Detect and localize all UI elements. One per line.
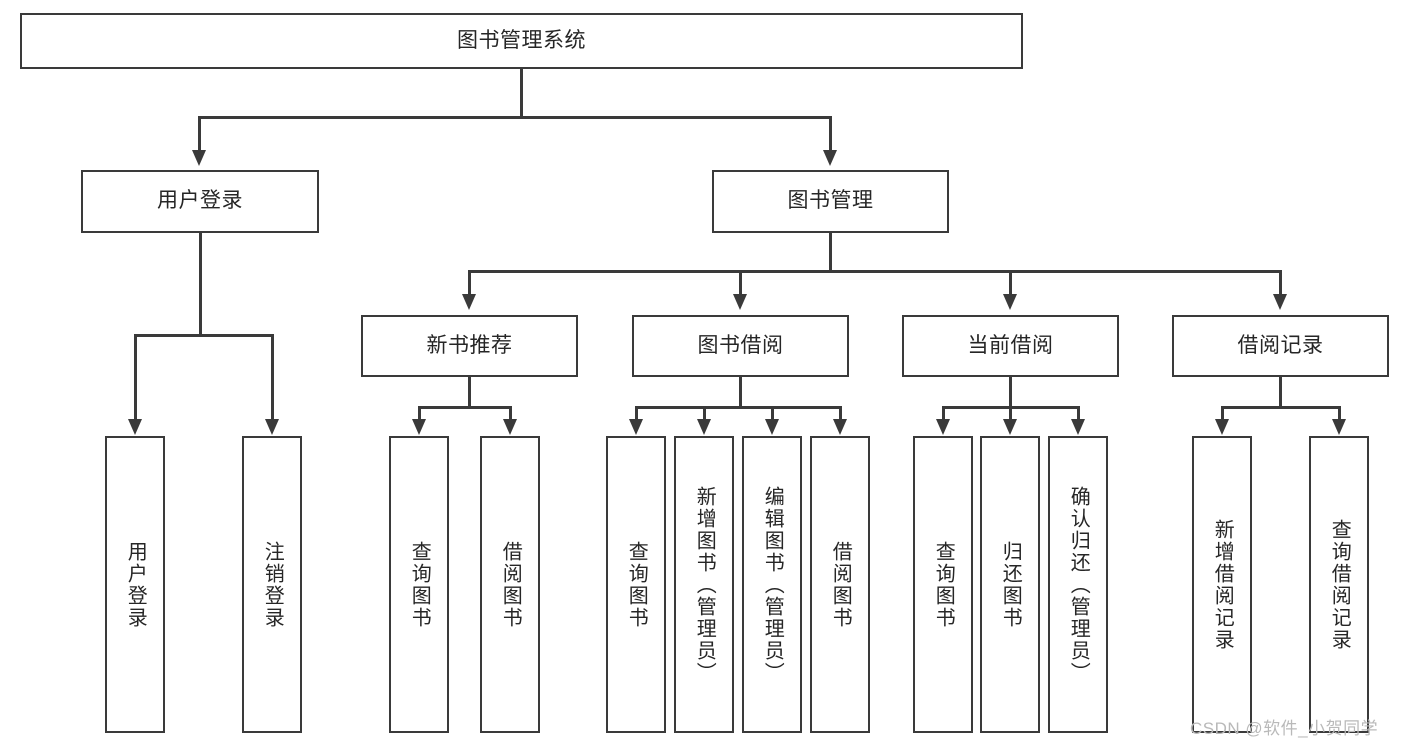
node-label: 图书管理系统 xyxy=(457,28,586,52)
leaf-label: 借阅图书 xyxy=(829,540,852,629)
leaf-label: 查询图书 xyxy=(408,540,431,629)
arrowhead-book-borrow-to-leaf-1 xyxy=(629,419,643,435)
arrowhead-borrow-record-to-leaf-1 xyxy=(1215,419,1229,435)
edge-book-manage-to-current-borrow xyxy=(1009,270,1012,296)
edge-book-manage-to-book-borrow xyxy=(739,270,742,296)
node-book-borrow[interactable]: 图书借阅 xyxy=(632,315,849,377)
leaf-label: 注销登录 xyxy=(261,540,284,629)
leaf-user-login-login[interactable]: 用户登录 xyxy=(105,436,165,733)
arrowhead-current-borrow-to-leaf-2 xyxy=(1003,419,1017,435)
edge-current-borrow-to-leaf-2 xyxy=(1009,406,1012,421)
arrowhead-book-manage-to-borrow-record xyxy=(1273,294,1287,310)
node-label: 图书管理 xyxy=(787,189,874,213)
node-label: 用户登录 xyxy=(157,189,243,213)
leaf-new-book-query[interactable]: 查询图书 xyxy=(389,436,449,733)
edge-user-login-bus xyxy=(134,334,273,337)
arrowhead-current-borrow-to-leaf-1 xyxy=(936,419,950,435)
edge-root-to-user-login xyxy=(198,116,201,152)
arrowhead-user-login-to-leaf-2 xyxy=(265,419,279,435)
edge-root-bus xyxy=(198,116,832,119)
arrowhead-new-book-to-leaf-1 xyxy=(412,419,426,435)
arrowhead-user-login-to-leaf-1 xyxy=(128,419,142,435)
edge-book-manage-to-new-book xyxy=(468,270,471,296)
leaf-current-borrow-confirm-return[interactable]: 确认归还（管理员） xyxy=(1048,436,1108,733)
edge-new-book-bus xyxy=(418,406,511,409)
leaf-book-borrow-borrow[interactable]: 借阅图书 xyxy=(810,436,870,733)
node-label: 借阅记录 xyxy=(1237,333,1324,357)
edge-book-borrow-to-leaf-2 xyxy=(703,406,706,421)
arrowhead-new-book-to-leaf-2 xyxy=(503,419,517,435)
leaf-label: 归还图书 xyxy=(999,540,1022,629)
leaf-label: 新增图书（管理员） xyxy=(693,485,716,684)
node-label: 当前借阅 xyxy=(967,333,1054,357)
arrowhead-root-to-user-login xyxy=(192,150,206,166)
leaf-label: 查询图书 xyxy=(625,540,648,629)
leaf-label: 新增借阅记录 xyxy=(1211,518,1234,651)
leaf-new-book-borrow[interactable]: 借阅图书 xyxy=(480,436,540,733)
leaf-current-borrow-return[interactable]: 归还图书 xyxy=(980,436,1040,733)
node-book-manage[interactable]: 图书管理 xyxy=(712,170,949,233)
edge-user-login-to-leaf-2 xyxy=(271,334,274,421)
node-label: 图书借阅 xyxy=(697,333,784,357)
leaf-borrow-record-add[interactable]: 新增借阅记录 xyxy=(1192,436,1252,733)
edge-borrow-record-stem xyxy=(1279,377,1282,409)
edge-book-borrow-to-leaf-3 xyxy=(771,406,774,421)
edge-user-login-to-leaf-1 xyxy=(134,334,137,421)
arrowhead-book-manage-to-book-borrow xyxy=(733,294,747,310)
node-borrow-record[interactable]: 借阅记录 xyxy=(1172,315,1389,377)
edge-book-manage-stem xyxy=(829,232,832,272)
arrowhead-book-borrow-to-leaf-3 xyxy=(765,419,779,435)
edge-borrow-record-to-leaf-2 xyxy=(1338,406,1341,421)
arrowhead-book-manage-to-new-book xyxy=(462,294,476,310)
leaf-label: 编辑图书（管理员） xyxy=(761,485,784,684)
edge-book-borrow-to-leaf-1 xyxy=(635,406,638,421)
leaf-borrow-record-query[interactable]: 查询借阅记录 xyxy=(1309,436,1369,733)
edge-book-borrow-to-leaf-4 xyxy=(839,406,842,421)
arrowhead-book-manage-to-current-borrow xyxy=(1003,294,1017,310)
leaf-current-borrow-query[interactable]: 查询图书 xyxy=(913,436,973,733)
edge-new-book-to-leaf-1 xyxy=(418,406,421,421)
arrowhead-borrow-record-to-leaf-2 xyxy=(1332,419,1346,435)
leaf-book-borrow-edit[interactable]: 编辑图书（管理员） xyxy=(742,436,802,733)
node-current-borrow[interactable]: 当前借阅 xyxy=(902,315,1119,377)
node-user-login[interactable]: 用户登录 xyxy=(81,170,319,233)
edge-root-to-book-manage xyxy=(829,116,832,152)
edge-current-borrow-to-leaf-3 xyxy=(1077,406,1080,421)
edge-book-borrow-stem xyxy=(739,377,742,409)
edge-current-borrow-to-leaf-1 xyxy=(942,406,945,421)
leaf-label: 确认归还（管理员） xyxy=(1067,485,1090,684)
edge-new-book-to-leaf-2 xyxy=(509,406,512,421)
arrowhead-root-to-book-manage xyxy=(823,150,837,166)
leaf-user-login-logout[interactable]: 注销登录 xyxy=(242,436,302,733)
watermark-text: CSDN @软件_小贺同学 xyxy=(1190,719,1379,738)
edge-book-manage-bus xyxy=(468,270,1281,273)
edge-root-stem xyxy=(520,69,523,118)
leaf-book-borrow-query[interactable]: 查询图书 xyxy=(606,436,666,733)
edge-book-manage-to-borrow-record xyxy=(1279,270,1282,296)
edge-book-borrow-bus xyxy=(635,406,840,409)
node-root-system[interactable]: 图书管理系统 xyxy=(20,13,1023,69)
leaf-label: 用户登录 xyxy=(124,540,147,629)
edge-user-login-stem xyxy=(199,233,202,336)
edge-borrow-record-bus xyxy=(1221,406,1340,409)
leaf-label: 查询借阅记录 xyxy=(1328,518,1351,651)
arrowhead-current-borrow-to-leaf-3 xyxy=(1071,419,1085,435)
leaf-label: 借阅图书 xyxy=(499,540,522,629)
arrowhead-book-borrow-to-leaf-4 xyxy=(833,419,847,435)
leaf-label: 查询图书 xyxy=(932,540,955,629)
node-new-book-recommend[interactable]: 新书推荐 xyxy=(361,315,578,377)
node-label: 新书推荐 xyxy=(426,333,513,357)
leaf-book-borrow-add[interactable]: 新增图书（管理员） xyxy=(674,436,734,733)
edge-new-book-stem xyxy=(468,377,471,409)
arrowhead-book-borrow-to-leaf-2 xyxy=(697,419,711,435)
edge-borrow-record-to-leaf-1 xyxy=(1221,406,1224,421)
edge-current-borrow-stem xyxy=(1009,377,1012,409)
